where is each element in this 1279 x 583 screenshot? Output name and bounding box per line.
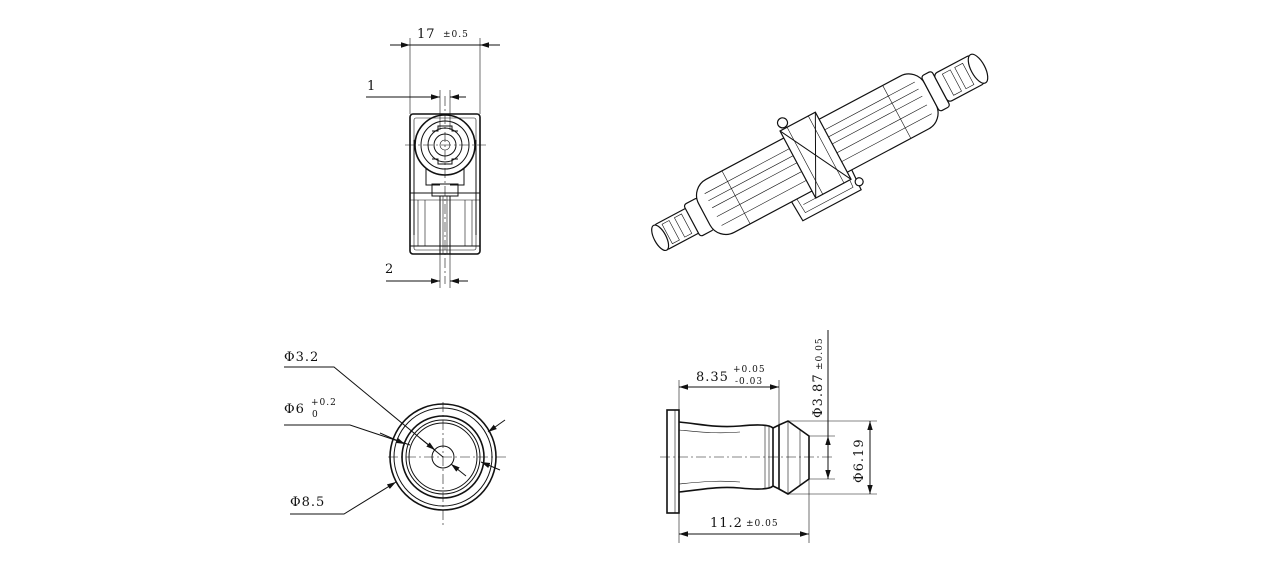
- dim-17-label: 17: [417, 27, 436, 42]
- dim-2-label: 2: [385, 262, 394, 277]
- dim-1-label: 1: [367, 79, 376, 94]
- dim-11-2-label: 11.2: [710, 516, 743, 531]
- dim-8-35-tol-lower: -0.03: [735, 377, 763, 387]
- dim-phi-8-5-label: Φ8.5: [290, 495, 325, 510]
- dim-phi-3-87-tolerance: ±0.05: [815, 337, 825, 370]
- isometric-view: [651, 53, 989, 252]
- dim-8-35-tol-upper: +0.05: [733, 365, 766, 375]
- dim-phi-6-tol-lower: 0: [312, 410, 319, 420]
- side-view: [660, 330, 877, 543]
- dim-phi-3-87-label: Φ3.87: [811, 373, 826, 418]
- end-view: [284, 366, 508, 527]
- dim-17-tolerance: ±0.5: [443, 30, 469, 40]
- dim-phi-6-label: Φ6: [284, 402, 305, 417]
- dim-8-35-label: 8.35: [696, 370, 729, 385]
- dim-phi-3-2-label: Φ3.2: [284, 350, 319, 365]
- dim-phi-6-19-label: Φ6.19: [852, 438, 867, 483]
- dim-phi-6-tol-upper: +0.2: [311, 398, 337, 408]
- front-view: [366, 38, 500, 288]
- dim-11-2-tolerance: ±0.05: [746, 519, 779, 529]
